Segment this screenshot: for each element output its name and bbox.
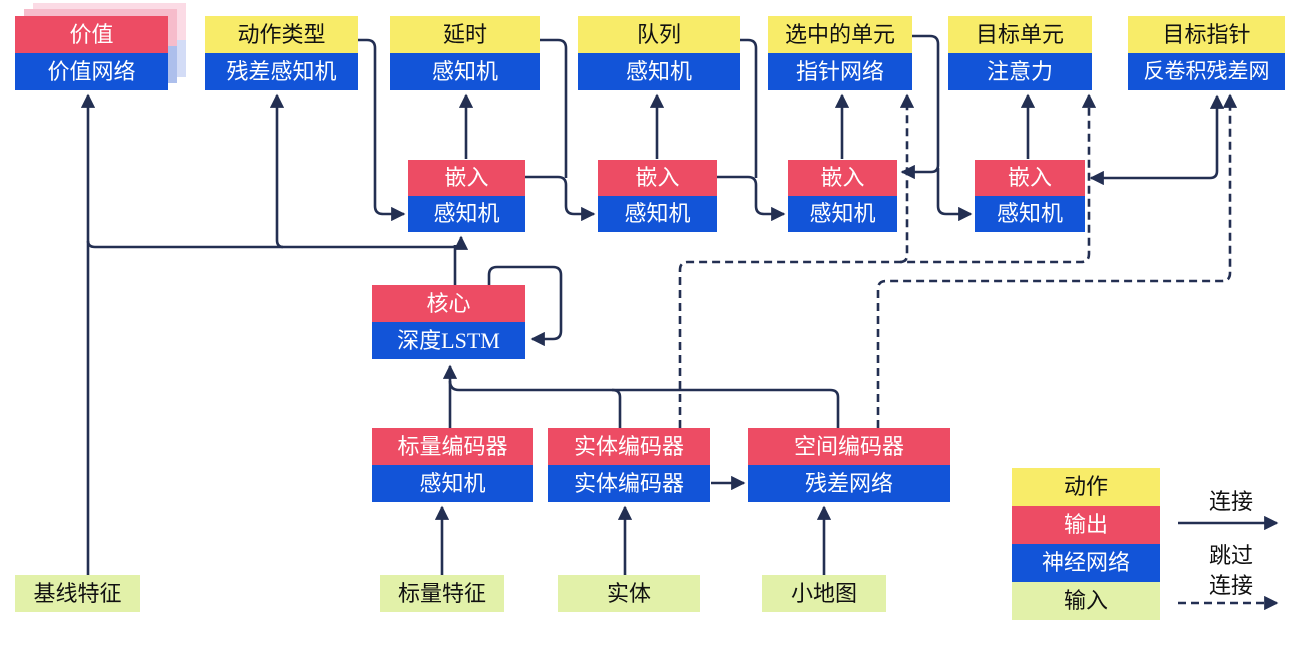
node-action-type: 动作类型 残差感知机 — [205, 16, 358, 90]
arrow-selected-units-to-embed3 — [900, 34, 940, 180]
legend-color-key: 动作 输出 神经网络 输入 — [1012, 468, 1160, 620]
node-selected-units: 选中的单元 指针网络 — [768, 16, 912, 90]
arrow-bus-to-action-type — [269, 93, 285, 249]
line-delay-side-output — [540, 38, 568, 178]
legend-network-label: 神经网络 — [1012, 544, 1160, 582]
legend-dashed-arrow-label-line1: 跳过 — [1208, 543, 1253, 568]
node-selected-units-top-label: 选中的单元 — [768, 16, 912, 53]
node-scalar-encoder: 标量编码器 感知机 — [372, 428, 533, 502]
arrow-core-self-loop — [487, 265, 563, 347]
legend-dashed-arrow-label-line2: 连接 — [1208, 573, 1253, 598]
node-value-bottom-label: 价值网络 — [15, 53, 168, 90]
node-baseline-features-label: 基线特征 — [15, 575, 140, 612]
node-action-type-bottom-label: 残差感知机 — [205, 53, 358, 90]
node-delay: 延时 感知机 — [390, 16, 540, 90]
node-entity-encoder: 实体编码器 实体编码器 — [548, 428, 710, 502]
legend-solid-arrow-label: 连接 — [1208, 489, 1253, 514]
node-target-unit-top-label: 目标单元 — [948, 16, 1092, 53]
node-entity-encoder-top-label: 实体编码器 — [548, 428, 710, 465]
legend-input-label: 输入 — [1012, 582, 1160, 620]
node-target-unit: 目标单元 注意力 — [948, 16, 1092, 90]
arrow-core-bus-to-embed1 — [86, 235, 469, 250]
node-core-top-label: 核心 — [372, 285, 525, 322]
node-spatial-encoder-bottom-label: 残差网络 — [748, 465, 950, 502]
node-target-point: 目标指针 反卷积残差网 — [1128, 16, 1285, 90]
node-minimap: 小地图 — [762, 575, 886, 612]
node-selected-units-bottom-label: 指针网络 — [768, 53, 912, 90]
node-entities-label: 实体 — [558, 575, 700, 612]
node-scalar-features-label: 标量特征 — [380, 575, 504, 612]
node-embed2: 嵌入 感知机 — [598, 160, 717, 232]
node-delay-top-label: 延时 — [390, 16, 540, 53]
line-spatial-to-core-bus — [448, 380, 840, 428]
arrow-selected-units-to-embed4 — [936, 168, 973, 222]
node-scalar-features: 标量特征 — [380, 575, 504, 612]
node-embed2-bottom-label: 感知机 — [598, 196, 717, 232]
node-action-type-top-label: 动作类型 — [205, 16, 358, 53]
node-core: 核心 深度LSTM — [372, 285, 525, 359]
node-scalar-encoder-bottom-label: 感知机 — [372, 465, 533, 502]
arrow-action-type-to-embed1 — [358, 38, 406, 222]
node-embed4: 嵌入 感知机 — [975, 160, 1085, 232]
arrow-embed4-target-point-link — [1089, 94, 1225, 186]
node-value: 价值 价值网络 — [15, 16, 168, 90]
node-embed4-bottom-label: 感知机 — [975, 196, 1085, 232]
line-entity-to-core-bus — [611, 388, 622, 428]
node-embed2-top-label: 嵌入 — [598, 160, 717, 196]
node-baseline-features: 基线特征 — [15, 575, 140, 612]
node-embed3-bottom-label: 感知机 — [788, 196, 897, 232]
node-spatial-encoder-top-label: 空间编码器 — [748, 428, 950, 465]
node-embed3-top-label: 嵌入 — [788, 160, 897, 196]
skip-entity-to-selected-units — [899, 93, 915, 264]
node-scalar-encoder-top-label: 标量编码器 — [372, 428, 533, 465]
node-delay-bottom-label: 感知机 — [390, 53, 540, 90]
node-minimap-label: 小地图 — [762, 575, 886, 612]
node-embed3: 嵌入 感知机 — [788, 160, 897, 232]
node-embed1: 嵌入 感知机 — [408, 160, 525, 232]
legend-action-label: 动作 — [1012, 468, 1160, 506]
skip-spatial-to-target-point — [876, 93, 1238, 428]
node-target-point-bottom-label: 反卷积残差网 — [1128, 53, 1285, 90]
arrow-embed2-to-embed3 — [717, 175, 786, 222]
node-embed1-bottom-label: 感知机 — [408, 196, 525, 232]
node-entities: 实体 — [558, 575, 700, 612]
node-target-point-top-label: 目标指针 — [1128, 16, 1285, 53]
node-queue-top-label: 队列 — [578, 16, 740, 53]
node-queue: 队列 感知机 — [578, 16, 740, 90]
node-spatial-encoder: 空间编码器 残差网络 — [748, 428, 950, 502]
legend-output-label: 输出 — [1012, 506, 1160, 544]
node-core-bottom-label: 深度LSTM — [372, 322, 525, 359]
node-embed1-top-label: 嵌入 — [408, 160, 525, 196]
node-value-top-label: 价值 — [15, 16, 168, 53]
skip-entity-to-target-unit — [678, 93, 1097, 428]
node-queue-bottom-label: 感知机 — [578, 53, 740, 90]
node-entity-encoder-bottom-label: 实体编码器 — [548, 465, 710, 502]
line-queue-side-output — [740, 38, 758, 178]
node-embed4-top-label: 嵌入 — [975, 160, 1085, 196]
arrow-embed1-to-embed2 — [525, 175, 596, 222]
node-target-unit-bottom-label: 注意力 — [948, 53, 1092, 90]
